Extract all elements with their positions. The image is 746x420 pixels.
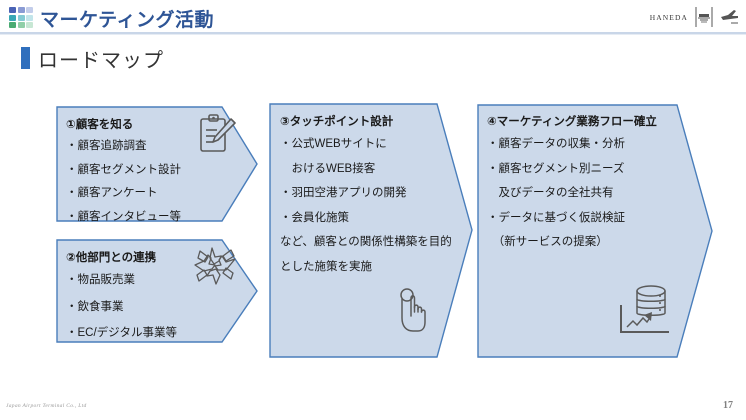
control-tower-icon bbox=[695, 7, 713, 27]
section-accent-bar bbox=[21, 47, 30, 69]
grid-squares-icon bbox=[9, 7, 33, 28]
page-title: マーケティング活動 bbox=[40, 10, 214, 31]
step-4-title: ④マーケティング業務フロー確立 bbox=[487, 116, 657, 128]
step-1-line: ・顧客セグメント設計 bbox=[66, 163, 181, 176]
step-1-title: ①顧客を知る bbox=[66, 119, 134, 131]
step-3-line: など、顧客との関係性構築を目的 bbox=[280, 236, 452, 248]
step-2-line: ・物品販売業 bbox=[66, 274, 135, 286]
header-divider-soft bbox=[0, 34, 746, 35]
haneda-brand-text: HANEDA bbox=[649, 12, 688, 22]
step-4-line: 及びデータの全社共有 bbox=[487, 187, 614, 199]
tapping-hand-icon bbox=[400, 288, 426, 332]
step-3-line: ・羽田空港アプリの開発 bbox=[280, 187, 407, 199]
chevron-shape-2 bbox=[56, 239, 258, 343]
airplane-icon bbox=[721, 10, 738, 24]
step-2-title: ②他部門との連携 bbox=[66, 252, 157, 264]
page-number: 17 bbox=[723, 400, 733, 411]
step-1-line: ・顧客追跡調査 bbox=[66, 140, 147, 152]
step-1-line: ・顧客アンケート bbox=[66, 187, 158, 199]
step-3-line: おけるWEB接客 bbox=[280, 162, 376, 175]
step-3-line: とした施策を実施 bbox=[280, 260, 372, 273]
footer-company: Japan Airport Terminal Co., Ltd bbox=[6, 403, 87, 409]
joined-hands-icon bbox=[194, 247, 236, 285]
step-3-line: ・会員化施策 bbox=[280, 211, 349, 224]
haneda-logo: HANEDA bbox=[650, 6, 740, 28]
step-4-line: ・データに基づく仮説検証 bbox=[487, 211, 625, 224]
section-title: ロードマップ bbox=[38, 50, 164, 72]
chevron-shape-4 bbox=[477, 104, 713, 358]
chevron-shape-3 bbox=[269, 103, 473, 358]
database-chart-icon bbox=[620, 285, 669, 333]
step-4-line: ・顧客セグメント別ニーズ bbox=[487, 162, 625, 175]
step-2-line: ・EC/デジタル事業等 bbox=[66, 327, 177, 339]
step-2-line: ・飲食事業 bbox=[66, 300, 124, 313]
page-header: マーケティング活動 HANEDA bbox=[0, 0, 746, 35]
step-3-line: ・公式WEBサイトに bbox=[280, 138, 387, 150]
step-4-line: ・顧客データの収集・分析 bbox=[487, 138, 625, 150]
step-4-line: （新サービスの提案） bbox=[487, 236, 608, 248]
clipboard-pencil-icon bbox=[200, 114, 236, 152]
step-1-line: ・顧客インタビュー等 bbox=[66, 210, 181, 223]
header-divider bbox=[0, 32, 746, 34]
step-3-title: ③タッチポイント設計 bbox=[280, 116, 394, 128]
